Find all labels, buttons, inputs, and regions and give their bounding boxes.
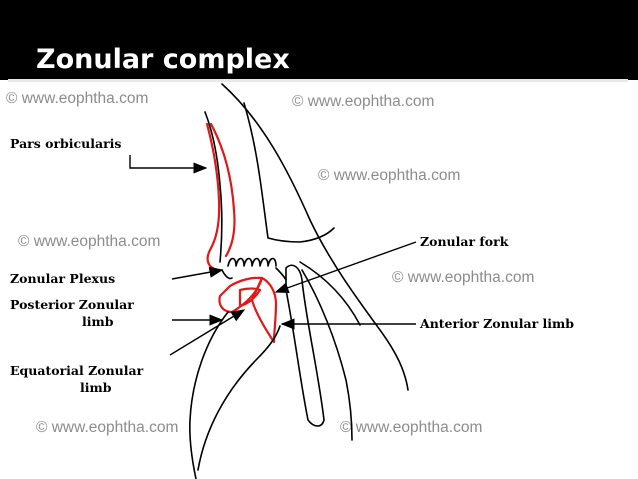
pars-orbicularis-zonule-inner — [209, 122, 236, 258]
ciliary-body-outer — [221, 83, 409, 391]
watermark-5: © www.eophtha.com — [392, 269, 534, 286]
label-pars-orbicularis: Pars orbicularis — [10, 136, 121, 151]
pars-orbicularis-zonule — [205, 122, 221, 272]
label-posterior-zonular-limb-2: limb — [82, 314, 114, 329]
title-underline — [8, 79, 628, 82]
lens-equator — [197, 325, 281, 471]
arrow-zonular-plexus — [171, 266, 224, 280]
label-zonular-fork: Zonular fork — [420, 234, 509, 249]
label-posterior-zonular-limb-1: Posterior Zonular — [10, 297, 134, 312]
watermark-6: © www.eophtha.com — [36, 419, 178, 436]
ciliary-body-inner — [204, 102, 335, 263]
posterior-zonular-limb — [218, 276, 264, 314]
label-equatorial-zonular-limb-1: Equatorial Zonular — [10, 363, 144, 378]
watermark-7: © www.eophtha.com — [340, 419, 482, 436]
title-bar — [0, 0, 638, 80]
watermark-2: © www.eophtha.com — [292, 93, 434, 110]
zonular-fork-core — [238, 287, 262, 308]
ciliary-process-sliver — [285, 264, 325, 427]
watermark-1: © www.eophtha.com — [6, 90, 148, 107]
arrow-zonular-fork — [274, 241, 417, 294]
label-equatorial-zonular-limb-2: limb — [80, 380, 112, 395]
anterior-zonular-limb — [250, 276, 278, 344]
ciliary-process-sliver-2 — [301, 269, 353, 441]
watermark-3: © www.eophtha.com — [318, 167, 460, 184]
label-anterior-zonular-limb: Anterior Zonular limb — [419, 316, 574, 331]
zonular-plexus-folds — [227, 257, 277, 267]
slide-title: Zonular complex — [36, 44, 290, 75]
watermark-4: © www.eophtha.com — [18, 233, 160, 250]
arrow-equatorial-zonular-limb — [169, 309, 246, 356]
lens-outline-left — [189, 311, 229, 479]
ciliary-process-line — [299, 261, 361, 326]
arrow-pars-orbicularis — [129, 155, 208, 174]
label-zonular-plexus: Zonular Plexus — [10, 271, 115, 286]
